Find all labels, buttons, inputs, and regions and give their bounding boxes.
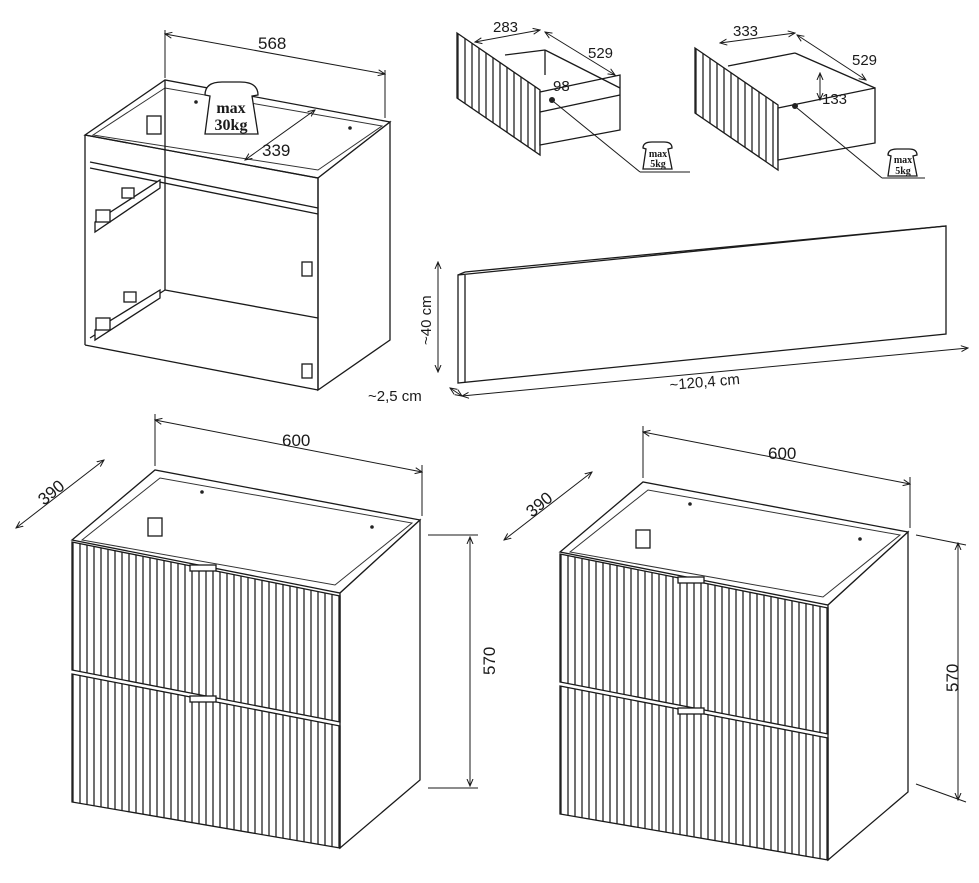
drawer-handle[interactable]	[677, 576, 705, 584]
back-panel-diagram: ~40 cm ~2,5 cm ~120,4 cm	[368, 225, 968, 405]
cabinet-left-diagram: 600 390 570	[16, 414, 499, 850]
drawer-front-bottom	[71, 673, 341, 849]
open-cabinet-diagram: 568 339 max 30kg	[83, 30, 392, 392]
drawer-handle[interactable]	[189, 695, 217, 703]
load-max-label: max	[894, 155, 912, 166]
drawer-large-height-label: 133	[822, 91, 847, 108]
cabinet-left-height-label: 570	[480, 647, 499, 675]
slide-bracket	[301, 261, 313, 277]
drawer-large-width-label: 333	[733, 23, 758, 40]
load-value-label: 5kg	[650, 159, 666, 170]
drawer-handle[interactable]	[189, 564, 217, 572]
drawer-small-depth-label: 529	[588, 45, 613, 62]
cabinet-left-depth-label: 390	[34, 476, 68, 509]
hanging-bracket	[635, 529, 651, 549]
drawer-handle[interactable]	[677, 707, 705, 715]
drawer-front-fluted	[456, 31, 541, 157]
weight-icon-5kg: max 5kg	[887, 148, 918, 177]
weight-icon-5kg: max 5kg	[642, 141, 673, 170]
drawer-front-top	[559, 553, 829, 735]
open-cabinet-width-label: 568	[258, 34, 286, 53]
load-value-label: 30kg	[215, 117, 248, 134]
drawer-small-width-label: 283	[493, 19, 518, 36]
cabinet-right-depth-label: 390	[522, 488, 556, 521]
open-cabinet-depth-label: 339	[262, 141, 290, 160]
panel-height-label: ~40 cm	[418, 295, 435, 345]
cabinet-right-width-label: 600	[768, 444, 796, 463]
load-max-label: max	[649, 149, 667, 160]
hanging-bracket	[146, 115, 162, 135]
drawer-large-depth-label: 529	[852, 52, 877, 69]
cabinet-left-width-label: 600	[282, 431, 310, 450]
drawer-front-fluted	[694, 46, 779, 172]
load-value-label: 5kg	[895, 166, 911, 177]
drawer-small-diagram: 283 529 98 max 5kg	[456, 19, 690, 173]
cabinet-right-height-label: 570	[943, 664, 962, 692]
drawer-small-height-label: 98	[553, 78, 570, 95]
drawer-slide-upper	[94, 178, 161, 234]
drawer-slide-lower	[94, 288, 161, 342]
panel-length-label: ~120,4 cm	[669, 371, 741, 394]
load-max-label: max	[216, 100, 245, 117]
hanging-bracket	[147, 517, 163, 537]
panel-thickness-label: ~2,5 cm	[368, 388, 422, 405]
slide-bracket	[301, 363, 313, 379]
cabinet-right-diagram: 600 390 570	[504, 426, 967, 862]
drawer-front-bottom	[559, 685, 829, 861]
weight-icon-30kg: max 30kg	[204, 81, 259, 135]
drawer-large-diagram: 333 529 133 max 5kg	[694, 23, 925, 179]
drawer-front-top	[71, 541, 341, 723]
